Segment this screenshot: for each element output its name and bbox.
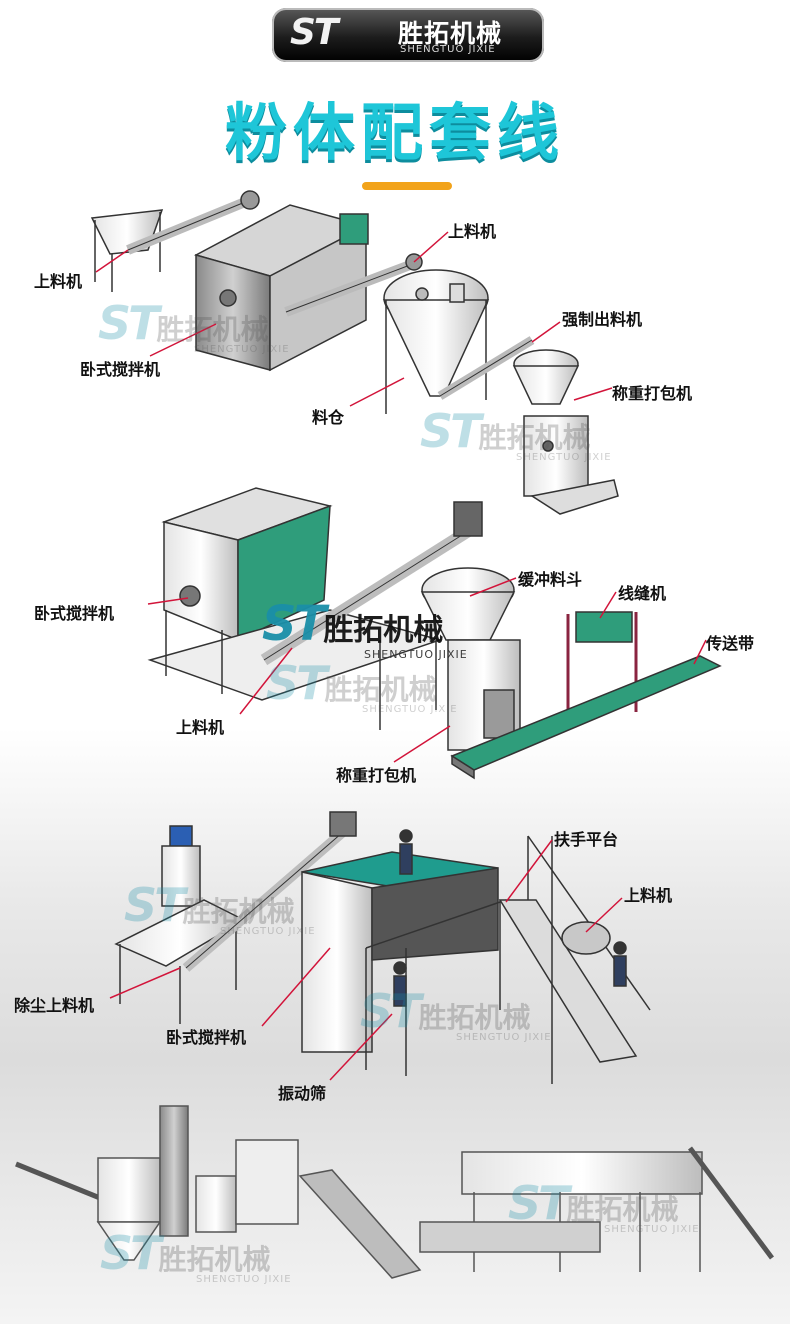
d4-screw-right	[687, 1146, 775, 1260]
label-buffer-hopper: 缓冲料斗	[518, 570, 583, 589]
label-feeder-2: 上料机	[448, 222, 497, 241]
d3-dust-cylinder	[161, 845, 201, 907]
watermark: ST胜拓机械 SHENGTUO JIXIE	[360, 984, 552, 1043]
d2-screw-motor	[453, 501, 483, 537]
d4-bucket-elevator	[159, 1105, 189, 1237]
d1-packer-body	[523, 415, 589, 497]
label-horizontal-mixer: 卧式搅拌机	[34, 604, 115, 623]
d4-silo	[97, 1157, 161, 1223]
logo-english-name: SHENGTUO JIXIE	[400, 44, 496, 55]
label-forced-discharger: 强制出料机	[562, 310, 643, 329]
d2-mixer-front	[163, 521, 239, 642]
d2-bag	[483, 689, 515, 739]
d4-packer	[235, 1139, 299, 1225]
diagram1-drawing	[90, 190, 619, 515]
label-feeder: 上料机	[34, 272, 83, 291]
label-weighing-packer: 称重打包机	[612, 384, 693, 403]
watermark: ST胜拓机械 SHENGTUO JIXIE	[100, 1226, 292, 1285]
d1-green-motor	[339, 213, 369, 245]
page-title: 粉体配套线	[224, 96, 565, 169]
diagram2-drawing	[147, 487, 722, 780]
logo-badge	[272, 8, 544, 62]
label-dust-feeder: 除尘上料机	[14, 996, 95, 1015]
title-underline	[362, 182, 452, 190]
watermark: ST胜拓机械 SHENGTUO JIXIE	[266, 656, 458, 715]
d3-dust-motor	[169, 825, 193, 849]
d1-packer-base	[530, 479, 619, 515]
watermark: ST胜拓机械 SHENGTUO JIXIE	[98, 296, 290, 355]
d3-worker	[393, 961, 407, 975]
label-silo: 料仓	[312, 408, 345, 427]
d1-silo-cone	[382, 299, 490, 397]
label-feeder: 上料机	[176, 718, 225, 737]
d1-motor	[240, 190, 260, 210]
d2-mixer-green	[237, 504, 331, 642]
diagram4-drawing	[15, 1105, 775, 1279]
d1-mixer-port	[219, 289, 237, 307]
d2-sewing-machine	[575, 611, 633, 643]
d4-incline-belt	[298, 1169, 422, 1279]
d4-silo-bank	[461, 1151, 703, 1195]
d4-mixer	[195, 1175, 237, 1233]
label-handrail-platform: 扶手平台	[554, 830, 619, 849]
d4-screw-left	[15, 1161, 101, 1201]
label-horizontal-mixer: 卧式搅拌机	[166, 1028, 247, 1047]
diagram3-drawing	[114, 811, 651, 1084]
watermark: ST胜拓机械 SHENGTUO JIXIE	[420, 404, 612, 463]
label-horizontal-mixer: 卧式搅拌机	[80, 360, 161, 379]
watermark-main: ST胜拓机械 SHENGTUO JIXIE	[262, 596, 468, 661]
watermark: ST胜拓机械 SHENGTUO JIXIE	[508, 1176, 700, 1235]
watermark: ST胜拓机械 SHENGTUO JIXIE	[124, 878, 316, 937]
d3-stairs	[498, 899, 638, 1063]
d3-feeder	[561, 921, 611, 955]
label-feeder: 上料机	[624, 886, 673, 905]
logo-chinese-name: 胜拓机械	[398, 19, 503, 48]
d3-worker	[613, 941, 627, 955]
logo-mark: ST	[290, 12, 339, 53]
d3-worker	[399, 829, 413, 843]
label-sewing-machine: 线缝机	[618, 584, 667, 603]
d3-mixer-front	[301, 871, 373, 1053]
label-vibrating-screen: 振动筛	[278, 1084, 327, 1103]
label-weighing-packer: 称重打包机	[336, 766, 417, 785]
leader-lines	[95, 231, 707, 1081]
label-conveyor-belt: 传送带	[706, 634, 755, 653]
